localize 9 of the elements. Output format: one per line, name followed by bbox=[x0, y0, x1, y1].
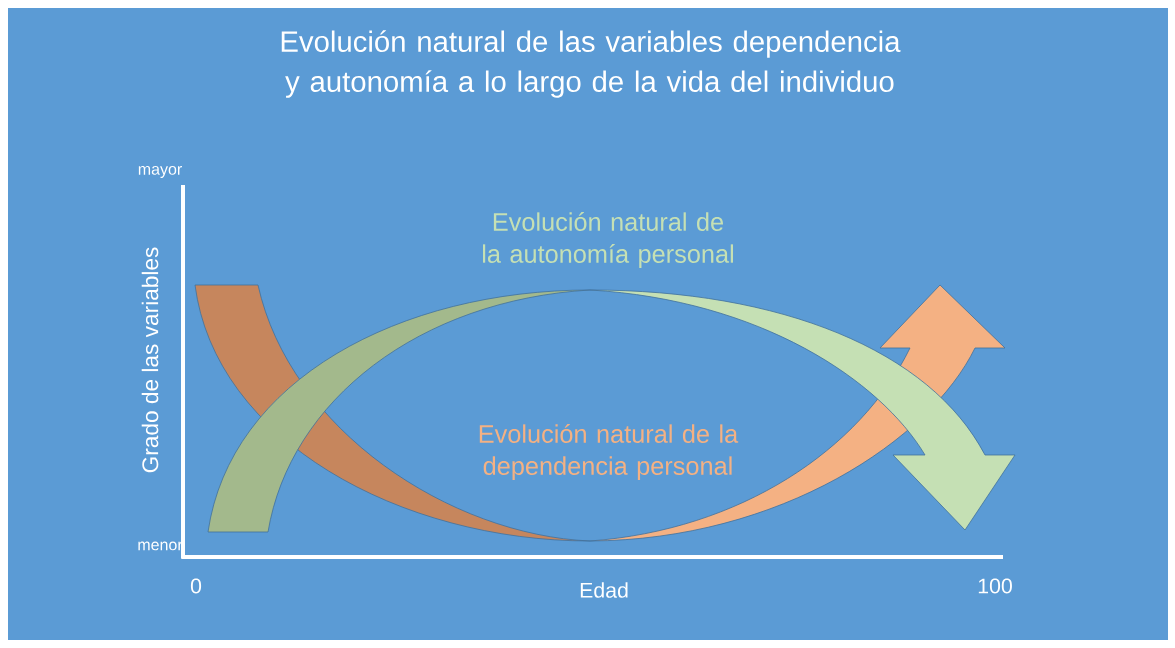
tick-label: 100 bbox=[978, 578, 1012, 594]
arrow-caption: Evolución natural de la autonomía personal bbox=[482, 212, 733, 268]
axis-title: Grado de las variables bbox=[141, 247, 159, 473]
tick-label: 0 bbox=[190, 578, 202, 594]
axis-end-label: menor bbox=[138, 541, 183, 551]
axis-end-label: mayor bbox=[138, 166, 182, 178]
arrow-caption: Evolución natural de la dependencia personal bbox=[479, 424, 739, 480]
title: Evolución natural de las variables dependencia y autonomía a lo largo de la vida del individuo bbox=[281, 30, 901, 98]
axis-title: Edad bbox=[580, 582, 628, 598]
